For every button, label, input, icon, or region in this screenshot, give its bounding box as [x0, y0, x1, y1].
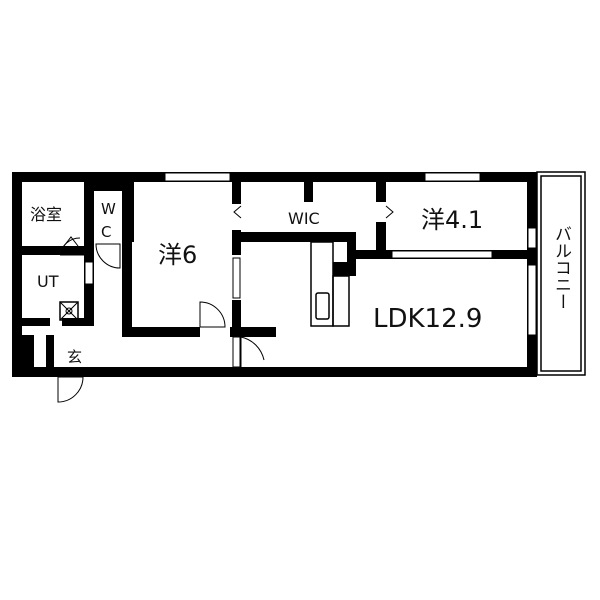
- wall-wc-right: [122, 182, 134, 242]
- wall-ut-bottom-b: [62, 318, 94, 326]
- washer-pan-center: [65, 307, 73, 315]
- outer-wall-bottom: [12, 367, 537, 377]
- wall-w6-right-low: [232, 300, 241, 337]
- wall-entrance-post: [46, 335, 54, 367]
- door-wc: [95, 243, 121, 269]
- window-top-western41: [424, 172, 481, 182]
- window-right-lower: [527, 264, 537, 336]
- wall-w6-right-top: [232, 182, 241, 204]
- room-label-ldk: LDK12.9: [373, 304, 482, 334]
- window-top-western6: [164, 172, 231, 182]
- wall-wic-divider: [304, 182, 313, 202]
- wall-bath-right: [84, 172, 94, 322]
- wall-w6-left: [122, 242, 132, 337]
- room-label-wc-w: W: [101, 200, 116, 218]
- wall-w6-right: [232, 230, 241, 255]
- wall-kitchen-top: [347, 232, 356, 276]
- door-w6: [199, 301, 226, 328]
- wall-kitchen-notch: [333, 262, 356, 276]
- room-label-bath: 浴室: [30, 205, 62, 224]
- w6-side-window: [232, 257, 241, 299]
- kitchen-counter-inner: [332, 275, 350, 327]
- door-hall: [240, 336, 265, 367]
- room-label-western6: 洋6: [158, 241, 197, 269]
- wall-entrance-left: [22, 335, 34, 377]
- w6-hall-slot: [232, 336, 241, 368]
- room-label-ut: UT: [37, 272, 59, 291]
- wall-ut-bottom: [22, 318, 50, 326]
- wall-w6-bottom-b: [230, 327, 276, 337]
- room-label-entrance: 玄: [67, 348, 82, 366]
- room-label-balcony: バルコニー: [551, 225, 571, 310]
- door-mark-wic-left: [233, 205, 242, 219]
- room-label-wic: WIC: [288, 209, 320, 228]
- wall-wc-top: [94, 182, 124, 191]
- wall-wic-right: [376, 222, 386, 250]
- wall-wic-right-top: [376, 182, 386, 202]
- bath-step-mark: [63, 236, 79, 247]
- kitchen-sink: [315, 292, 330, 320]
- washer-pan: [59, 301, 79, 321]
- outer-wall-left: [12, 172, 22, 377]
- wall-bath-bottom: [22, 246, 84, 255]
- door-mark-wic-right: [385, 205, 394, 219]
- wall-w6-bottom: [122, 327, 200, 337]
- window-right-upper: [527, 227, 537, 249]
- balcony-inner-outline: [540, 175, 582, 372]
- bath-door-slot: [84, 261, 94, 285]
- door-entrance: [57, 376, 84, 403]
- outer-wall-top: [12, 172, 537, 182]
- room-label-wc-c: C: [101, 223, 111, 241]
- wall-wic-bottom: [241, 232, 356, 242]
- washer-pan-drain: [59, 301, 79, 321]
- room-label-western41: 洋4.1: [421, 206, 483, 234]
- w41-bottom-window: [391, 250, 493, 259]
